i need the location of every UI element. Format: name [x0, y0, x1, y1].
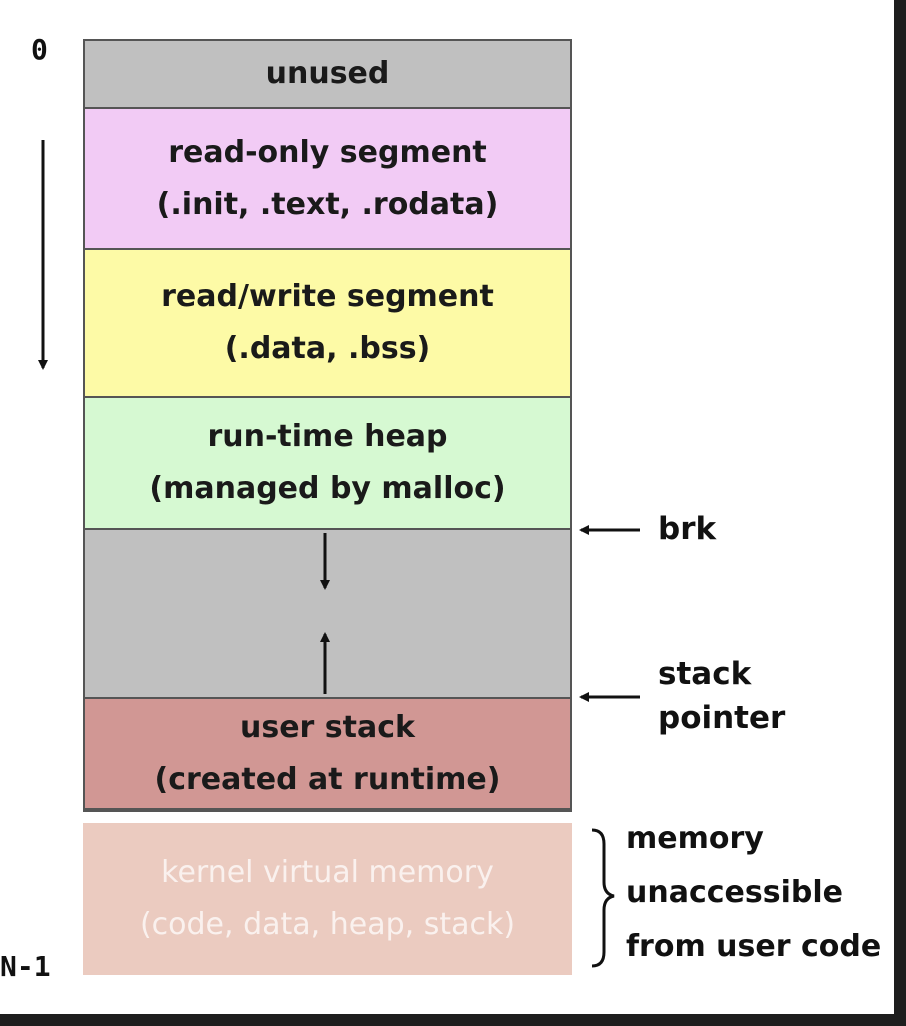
segment-read-write: read/write segment (.data, .bss) [83, 248, 572, 398]
diagram-arrows [38, 140, 640, 968]
kernel-note-line2: unaccessible [626, 875, 843, 910]
segment-user-stack-title: user stack [240, 709, 415, 745]
segment-kernel-detail: (code, data, heap, stack) [139, 907, 516, 942]
segment-read-write-title: read/write segment [161, 279, 494, 314]
kernel-brace [591, 828, 615, 968]
address-start-label: 0 [31, 33, 48, 66]
stack-pointer-label: stack pointer [658, 652, 785, 740]
segment-read-only: read-only segment (.init, .text, .rodata… [83, 107, 572, 250]
segment-user-stack: user stack (created at runtime) [83, 697, 572, 812]
memory-layout-diagram: 0 N-1 unused read-only segment (.init, .… [0, 0, 894, 1014]
segment-heap-title: run-time heap [207, 419, 448, 454]
segment-kernel-title: kernel virtual memory [161, 855, 494, 890]
stack-pointer-label-line1: stack [658, 656, 752, 692]
stack-pointer-label-line2: pointer [658, 700, 786, 736]
kernel-access-note: memory unaccessible from user code [626, 812, 881, 974]
brk-label: brk [658, 511, 717, 547]
segment-heap-detail: (managed by malloc) [149, 471, 506, 506]
segment-heap: run-time heap (managed by malloc) [83, 396, 572, 530]
address-end-label: N-1 [0, 950, 51, 983]
segment-read-write-detail: (.data, .bss) [224, 331, 431, 366]
kernel-note-line3: from user code [626, 929, 882, 964]
segment-read-only-detail: (.init, .text, .rodata) [156, 186, 499, 222]
segment-user-stack-detail: (created at runtime) [154, 761, 501, 797]
segment-kernel: kernel virtual memory (code, data, heap,… [83, 823, 572, 975]
segment-unused-label: unused [265, 56, 390, 91]
kernel-note-line1: memory [626, 821, 764, 856]
segment-read-only-title: read-only segment [168, 134, 487, 170]
